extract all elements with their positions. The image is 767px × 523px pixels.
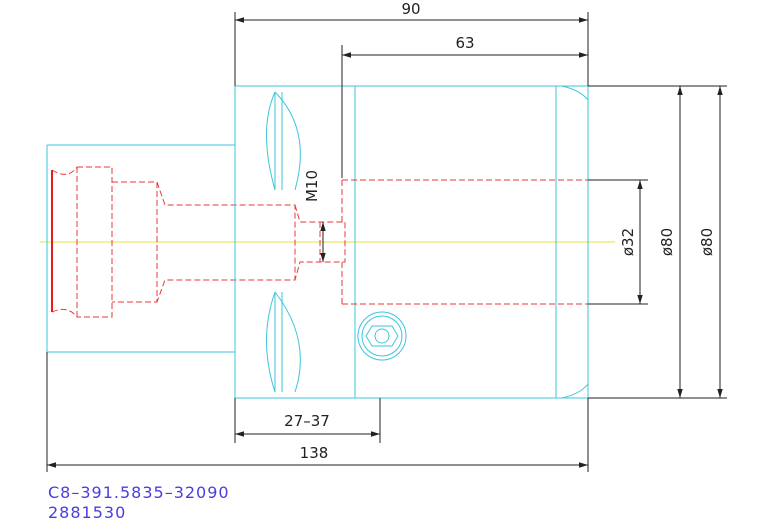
dim-d80-inner-label: ø80 <box>658 228 676 256</box>
dim-27-37 <box>234 398 381 443</box>
hex-screw <box>357 311 407 361</box>
dim-138-label: 138 <box>300 444 329 462</box>
dim-d80-outer <box>688 85 727 399</box>
dim-63-label: 63 <box>455 34 474 52</box>
dim-27-37-label: 27–37 <box>284 412 330 430</box>
part-number: C8–391.5835–32090 <box>48 483 230 502</box>
dim-m10-label: M10 <box>303 170 321 202</box>
bore-body <box>341 85 589 399</box>
dim-d80-inner <box>588 85 688 399</box>
dim-90-label: 90 <box>401 0 420 18</box>
dim-63 <box>341 45 588 178</box>
dim-138 <box>46 352 589 472</box>
item-code: 2881530 <box>48 503 127 522</box>
dim-d80-outer-label: ø80 <box>698 228 716 256</box>
dim-90 <box>234 12 589 86</box>
dim-d32 <box>588 179 648 305</box>
shank-outline <box>46 144 346 353</box>
dim-d32-label: ø32 <box>619 228 637 256</box>
